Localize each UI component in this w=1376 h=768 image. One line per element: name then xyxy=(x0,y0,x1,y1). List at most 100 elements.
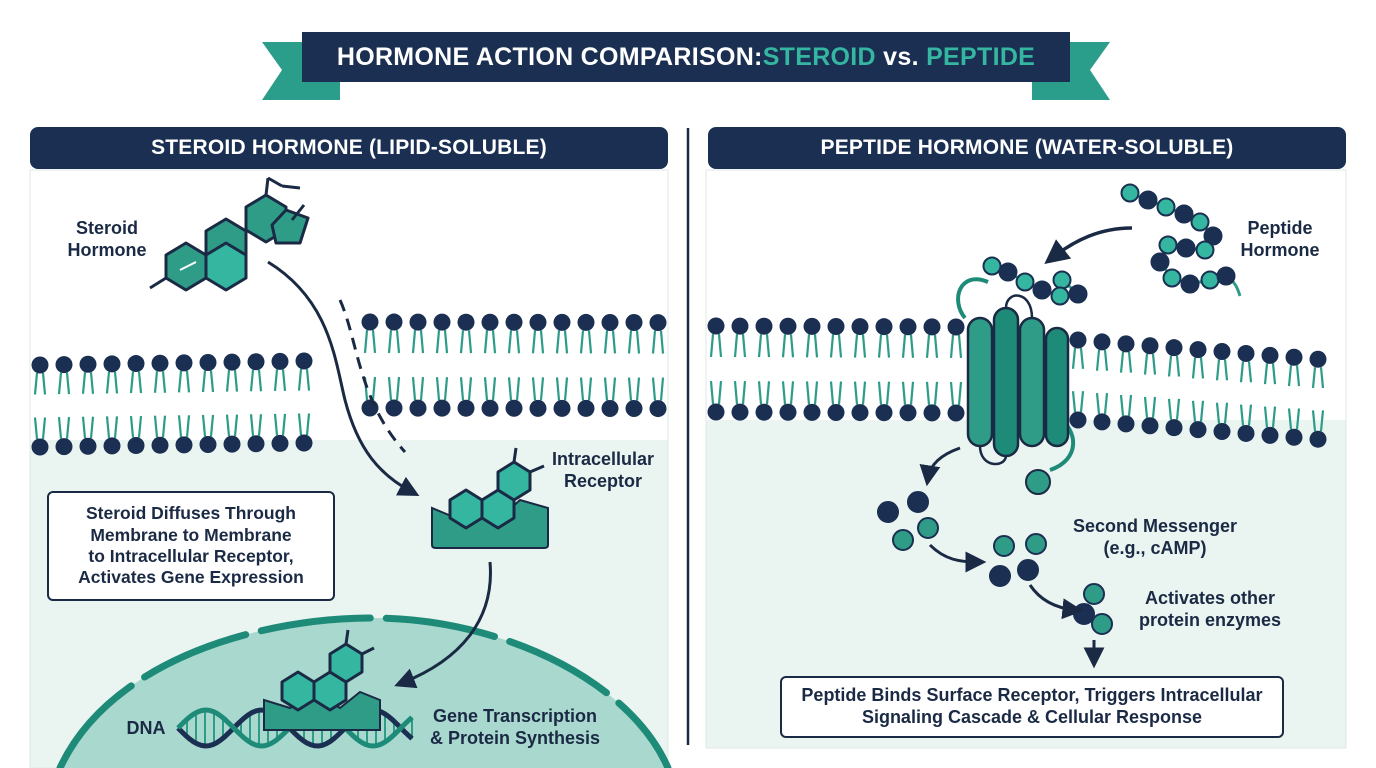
lipid-tail xyxy=(387,329,393,354)
receptor-to-messenger-arrow xyxy=(919,446,961,487)
amino-acid-bead xyxy=(1120,183,1140,203)
lipid-tail xyxy=(459,330,465,354)
lipid-tail xyxy=(885,381,891,405)
lipid-head xyxy=(923,404,941,422)
lipid-tail xyxy=(733,381,739,405)
lipid-head xyxy=(31,356,49,374)
lipid-tail xyxy=(273,413,279,436)
lipid-tail xyxy=(1119,394,1125,416)
lipid-tail xyxy=(717,380,723,405)
lipid-head xyxy=(577,399,595,417)
lipid-head xyxy=(1213,343,1231,361)
lipid-tail xyxy=(1151,396,1157,418)
lipid-tail xyxy=(1071,347,1077,369)
lipid-tail xyxy=(33,417,39,440)
lipid-head xyxy=(1237,424,1255,442)
lipid-tail xyxy=(1167,355,1173,377)
lipid-tail xyxy=(105,416,111,439)
lipid-head xyxy=(803,403,821,421)
lipid-tail xyxy=(805,334,811,358)
lipid-tail xyxy=(539,330,545,354)
lipid-tail xyxy=(781,381,787,405)
second-messenger-molecule xyxy=(907,491,929,513)
lipid-tail xyxy=(531,330,537,354)
lipid-head xyxy=(625,314,643,332)
lipid-tail xyxy=(507,330,513,354)
lipid-head xyxy=(433,399,451,417)
steroid-receptor-complex-icon xyxy=(263,629,381,731)
amino-acid-bead xyxy=(1200,270,1220,290)
lipid-tail xyxy=(1295,408,1301,430)
lipid-head xyxy=(223,435,241,453)
lipid-tail xyxy=(555,377,561,401)
lipid-head xyxy=(1261,346,1279,364)
lipid-tail xyxy=(579,377,585,401)
lipid-head xyxy=(803,317,821,335)
lipid-tail xyxy=(587,377,593,401)
lipid-tail xyxy=(757,381,763,405)
lipid-head xyxy=(601,313,619,331)
lipid-head xyxy=(1165,339,1183,357)
lipid-head xyxy=(433,313,451,331)
second-messenger-label: Second Messenger (e.g., cAMP) xyxy=(1060,516,1250,559)
lipid-head xyxy=(1165,419,1183,437)
lipid-tail xyxy=(1223,402,1229,424)
lipid-tail xyxy=(89,372,95,394)
lipid-tail xyxy=(1199,357,1205,379)
banner-ribbon-right xyxy=(1032,42,1110,100)
lipid-tail xyxy=(81,416,87,439)
lipid-tail xyxy=(1239,361,1245,383)
lipid-tail xyxy=(129,415,135,438)
lipid-tail xyxy=(861,334,867,358)
amino-acid-bead xyxy=(1158,235,1178,255)
lipid-tail xyxy=(57,372,63,395)
lipid-head xyxy=(851,318,869,336)
lipid-tail xyxy=(1127,394,1133,416)
lipid-tail xyxy=(1311,367,1317,389)
lipid-head xyxy=(707,317,725,335)
lipid-tail xyxy=(1095,393,1101,415)
lipid-tail xyxy=(1103,393,1109,415)
lipid-tail xyxy=(249,369,255,392)
lipid-head xyxy=(1189,341,1207,359)
lipid-tail xyxy=(1071,391,1077,413)
lipid-head xyxy=(1189,421,1207,439)
lipid-tail xyxy=(467,330,473,354)
lipid-tail xyxy=(709,333,715,358)
lipid-tail xyxy=(853,381,859,405)
lipid-tail xyxy=(1191,357,1197,379)
activates-enzymes-label-line2: protein enzymes xyxy=(1138,609,1282,630)
lipid-head xyxy=(1141,417,1159,435)
lipid-tail xyxy=(33,372,39,395)
lipid-tail xyxy=(257,369,263,392)
lipid-tail xyxy=(1151,353,1157,375)
lipid-tail xyxy=(579,330,585,354)
lipid-head xyxy=(851,404,869,422)
lipid-tail xyxy=(483,330,489,354)
lipid-tail xyxy=(813,381,819,405)
lipid-head xyxy=(409,399,427,417)
lipid-tail xyxy=(1319,410,1325,432)
lipid-tail xyxy=(1263,363,1269,385)
amino-acid-bead xyxy=(1203,226,1223,246)
lipid-tail xyxy=(829,381,835,405)
second-messenger-molecule xyxy=(1025,533,1047,555)
lipid-head xyxy=(875,318,893,336)
lipid-tail xyxy=(507,377,513,401)
lipid-tail xyxy=(185,415,191,437)
lipid-tail xyxy=(949,381,955,406)
lipid-head xyxy=(731,317,749,335)
lipid-tail xyxy=(611,330,617,354)
amino-acid-bead xyxy=(1032,280,1052,300)
lipid-tail xyxy=(603,330,609,354)
dna-label: DNA xyxy=(118,718,174,740)
lipid-tail xyxy=(491,377,497,401)
lipid-tail xyxy=(395,376,401,401)
amino-acid-bead xyxy=(1050,286,1070,306)
lipid-head xyxy=(103,437,121,455)
lipid-head xyxy=(199,353,217,371)
lipid-tail xyxy=(41,372,47,395)
lipid-head xyxy=(649,314,667,332)
title-prefix: HORMONE ACTION COMPARISON: xyxy=(336,42,763,71)
dna-label-text: DNA xyxy=(126,718,166,738)
